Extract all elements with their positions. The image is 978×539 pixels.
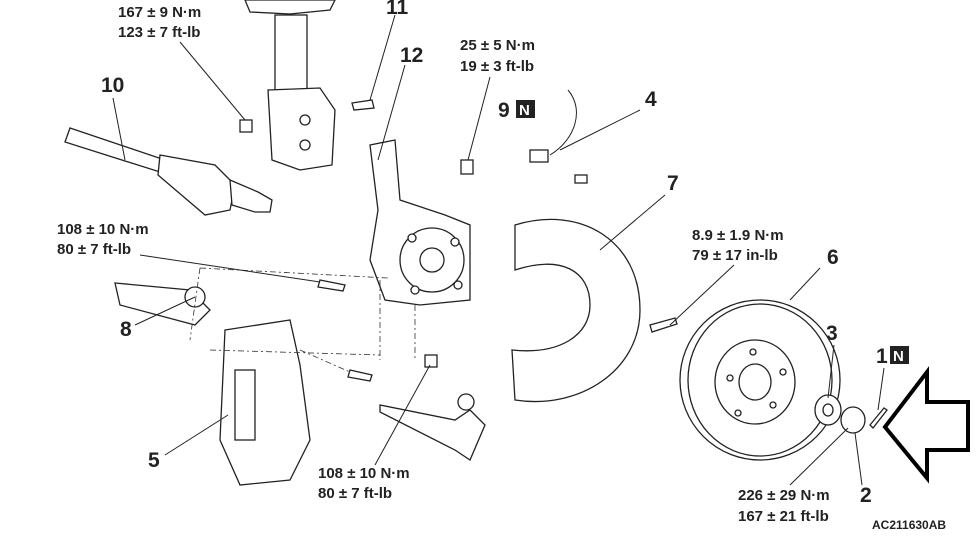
svg-text:N: N <box>893 348 904 365</box>
callout-7: 7 <box>667 172 679 195</box>
new-part-badge-1: N <box>890 346 909 365</box>
figure-code: AC211630AB <box>872 518 946 532</box>
wheel-speed-sensor <box>529 89 588 184</box>
bolts <box>239 99 678 382</box>
torque-nut9-metric: 25 ± 5 N·m <box>460 37 535 54</box>
strut-assembly <box>244 0 336 171</box>
callout-10: 10 <box>101 74 124 97</box>
torque-lower-arm-imperial: 80 ± 7 ft-lb <box>57 241 131 258</box>
dust-shield <box>511 218 641 403</box>
torque-strut-metric: 167 ± 9 N·m <box>118 4 201 21</box>
callout-3: 3 <box>826 322 838 345</box>
callout-6: 6 <box>827 246 839 269</box>
new-part-badge-9: N <box>516 100 535 119</box>
callout-4: 4 <box>645 88 657 111</box>
callout-5: 5 <box>148 449 160 472</box>
callout-1: 1 <box>876 345 888 368</box>
torque-strut-imperial: 123 ± 7 ft-lb <box>118 24 200 41</box>
tie-rod-end <box>379 393 486 461</box>
torque-hub-nut-imperial: 167 ± 21 ft-lb <box>738 508 829 525</box>
leader-lines <box>112 14 885 486</box>
torque-tie-rod-metric: 108 ± 10 N·m <box>318 465 410 482</box>
torque-shield-imperial: 79 ± 17 in-lb <box>692 247 778 264</box>
torque-hub-nut-metric: 226 ± 29 N·m <box>738 487 830 504</box>
hub-parts <box>814 394 888 434</box>
callout-2: 2 <box>860 484 872 507</box>
drive-shaft <box>64 127 273 216</box>
torque-tie-rod-imperial: 80 ± 7 ft-lb <box>318 485 392 502</box>
brake-disc <box>679 299 841 461</box>
torque-nut9-imperial: 19 ± 3 ft-lb <box>460 58 534 75</box>
callout-8: 8 <box>120 318 132 341</box>
brake-caliper <box>219 319 311 486</box>
svg-text:N: N <box>519 102 530 119</box>
torque-shield-metric: 8.9 ± 1.9 N·m <box>692 227 784 244</box>
steering-knuckle <box>369 139 471 306</box>
callout-11: 11 <box>386 0 409 19</box>
callout-12: 12 <box>400 44 423 67</box>
direction-arrow <box>882 366 970 484</box>
callout-9: 9 <box>498 99 510 122</box>
torque-lower-arm-metric: 108 ± 10 N·m <box>57 221 149 238</box>
